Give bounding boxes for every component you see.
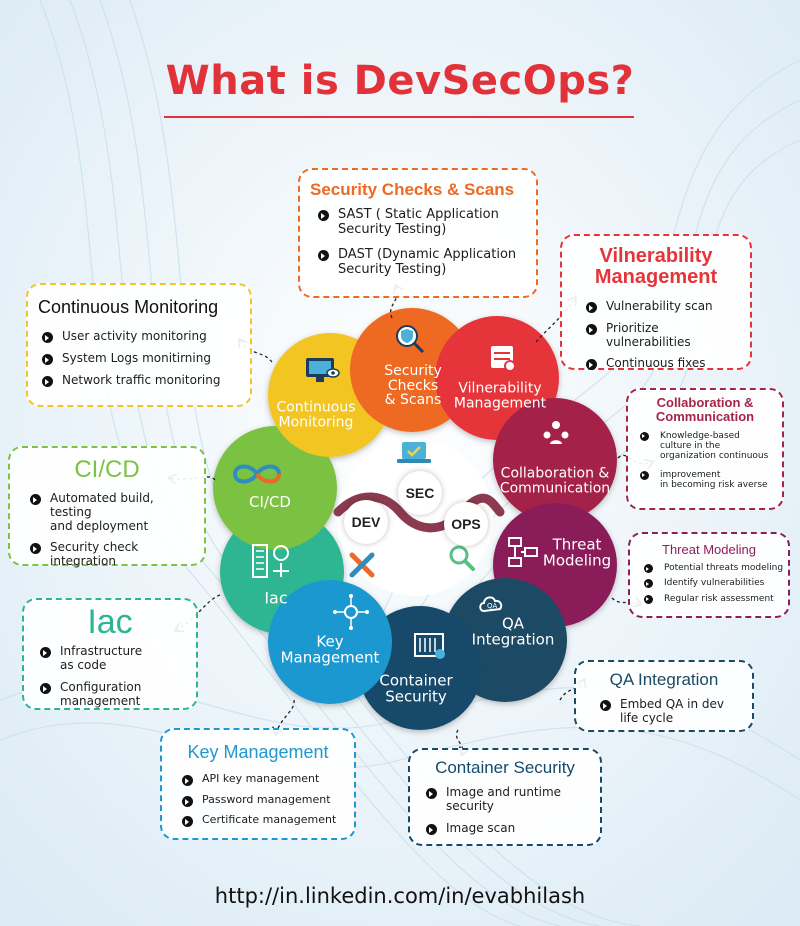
infrastructure-icon — [252, 544, 289, 578]
infinity-loop-icon — [232, 464, 282, 484]
page-title: What is DevSecOps? — [165, 58, 635, 104]
ops-search-icon — [449, 545, 475, 571]
circle-label-threat: Threat Modeling — [542, 535, 612, 569]
team-icon — [543, 421, 569, 444]
cloud-check-icon: QA — [479, 596, 503, 613]
circle-collaboration — [493, 398, 617, 522]
list-item: Network traffic monitoring — [40, 373, 244, 388]
box-qa-title: QA Integration — [609, 670, 719, 689]
list-item: Regular risk assessment — [642, 594, 784, 605]
title-underline — [164, 116, 634, 118]
box-container-title: Container Security — [435, 758, 575, 777]
box-security-checks: Security Checks & Scans SAST ( Static Ap… — [298, 168, 538, 298]
dev-tools-icon — [349, 552, 375, 578]
box-monitoring-title: Continuous Monitoring — [38, 297, 219, 317]
monitor-eye-icon — [306, 358, 340, 382]
circle-label-iac: Iac — [264, 588, 288, 608]
sec-label: SEC — [398, 471, 442, 515]
box-security-checks-title: Security Checks & Scans — [310, 180, 515, 199]
circle-label-security-checks: Security Checks & Scans — [384, 362, 442, 409]
list-item: Image scan — [424, 821, 594, 836]
list-item: Identify vulnerabilities — [642, 578, 784, 589]
circle-label-cicd: CI/CD — [249, 493, 291, 512]
box-cicd-title: CI/CD — [74, 456, 140, 483]
box-threat: Threat Modeling Potential threats modeli… — [628, 532, 790, 618]
box-iac-title: Iac — [87, 603, 133, 641]
flowchart-icon — [508, 537, 538, 567]
key-network-icon — [333, 594, 369, 630]
list-item: Continuous fixes — [584, 357, 742, 371]
wheel-center — [337, 440, 493, 596]
server-lock-icon — [491, 346, 516, 372]
box-collaboration-title: Collaboration &Communication — [655, 395, 755, 425]
list-item: Prioritize vulnerabilities — [584, 321, 742, 350]
devops-wave — [333, 492, 505, 533]
box-monitoring: Continuous Monitoring User activity moni… — [26, 283, 252, 407]
box-key: Key Management API key management Passwo… — [160, 728, 356, 840]
list-item: Password management — [180, 793, 348, 807]
shield-check-icon — [396, 325, 425, 353]
circle-label-vulnerability: Vilnerability Management — [453, 380, 547, 411]
dev-label: DEV — [344, 500, 388, 544]
container-icon — [414, 633, 445, 659]
footer-url[interactable]: http://in.linkedin.com/in/evabhilash — [214, 884, 586, 908]
box-collaboration: Collaboration &Communication Knowledge-b… — [626, 388, 784, 510]
box-key-title: Key Management — [187, 742, 329, 762]
circle-label-key: Key Management — [280, 632, 380, 666]
list-item: API key management — [180, 772, 348, 786]
list-item: System Logs monitirning — [40, 351, 244, 366]
list-item: User activity monitoring — [40, 329, 244, 344]
circle-cicd — [213, 426, 337, 550]
list-item: Certificate management — [180, 814, 348, 827]
sec-laptop-icon — [402, 442, 426, 459]
svg-text:QA: QA — [487, 602, 498, 610]
circle-label-monitoring: Continuous Monitoring — [276, 399, 356, 430]
ops-label: OPS — [444, 502, 488, 546]
circle-label-qa: QA Integration — [471, 614, 555, 648]
list-item: Potential threats modeling — [642, 563, 784, 574]
circle-label-container: Container Security — [379, 671, 453, 705]
circle-label-collaboration: Collaboration & Communication — [499, 465, 611, 496]
list-item: Vulnerability scan — [584, 299, 742, 314]
circle-key — [268, 580, 392, 704]
box-threat-title: Threat Modeling — [662, 542, 756, 557]
